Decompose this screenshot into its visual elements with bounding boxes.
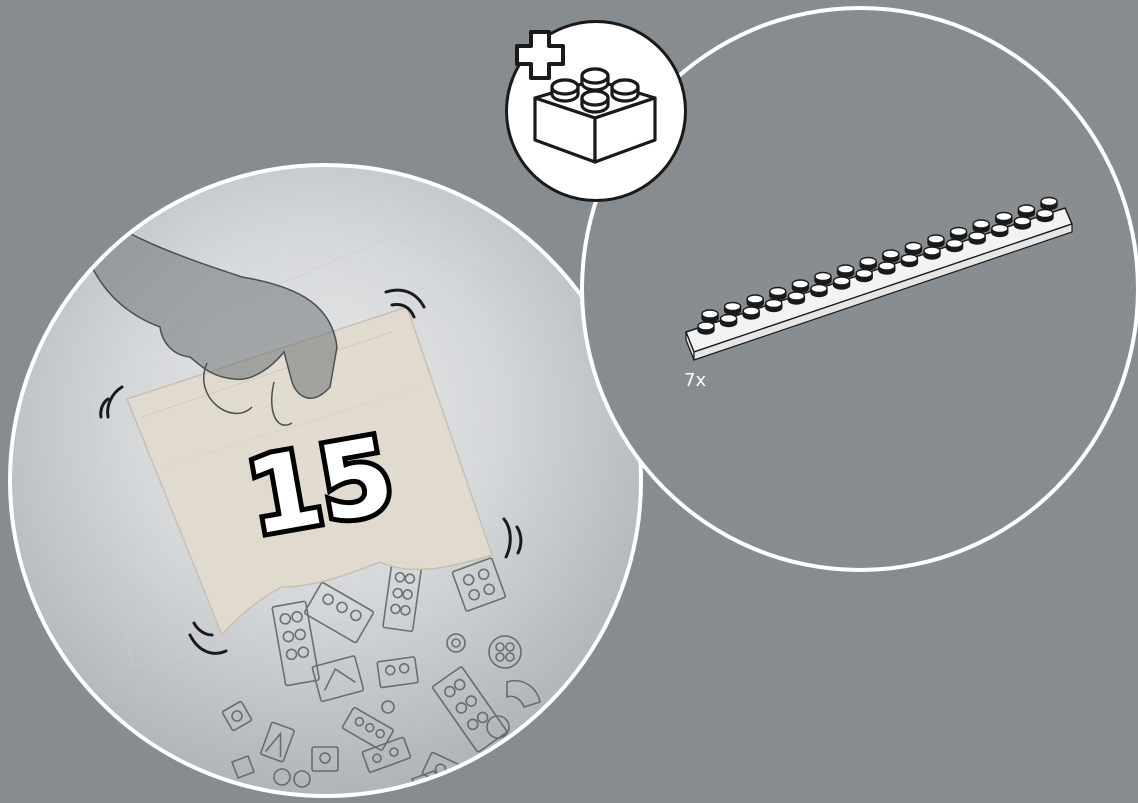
bag-illustration: 15: [12, 167, 643, 798]
2x16-plate-icon: [680, 180, 1080, 370]
open-bag-circle: 15: [8, 163, 643, 798]
bag-step-number: 15: [238, 414, 402, 559]
part-quantity-label: 7x: [684, 370, 706, 391]
add-brick-icon: [505, 20, 687, 202]
